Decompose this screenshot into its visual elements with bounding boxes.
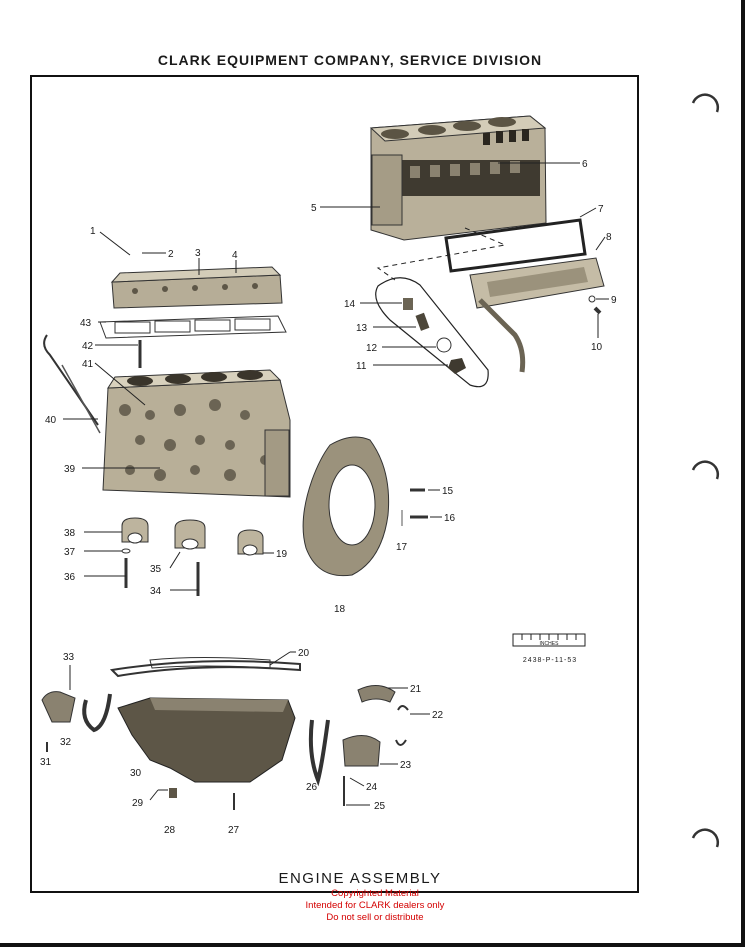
watermark-line-1: Copyrighted Material [331, 888, 419, 899]
callout-30: 30 [130, 768, 142, 779]
side-cover-gasket [444, 218, 587, 273]
oil-pan-gasket [109, 660, 301, 678]
leader-lines [63, 162, 609, 806]
rear-seal-retainer [41, 691, 76, 723]
callout-43: 43 [80, 318, 92, 329]
callout-7: 7 [598, 204, 604, 215]
oil-pan [117, 697, 296, 783]
flywheel-housing [302, 436, 390, 577]
callout-35: 35 [150, 564, 162, 575]
callout-14: 14 [344, 299, 356, 310]
side-cover [469, 257, 605, 373]
callout-16: 16 [444, 513, 456, 524]
callout-40: 40 [45, 415, 57, 426]
callout-27: 27 [228, 825, 240, 836]
callout-25: 25 [374, 801, 386, 812]
callout-29: 29 [132, 798, 144, 809]
callout-20: 20 [298, 648, 310, 659]
callout-34: 34 [150, 586, 162, 597]
callout-15: 15 [442, 486, 454, 497]
cylinder-head [110, 266, 283, 309]
callout-3: 3 [195, 248, 201, 259]
callout-2: 2 [168, 249, 174, 260]
main-bearing-caps [121, 517, 264, 556]
callout-22: 22 [432, 710, 444, 721]
callout-9: 9 [611, 295, 617, 306]
callout-39: 39 [64, 464, 76, 475]
engine-block-side [369, 115, 547, 241]
binder-holes [691, 93, 720, 848]
callout-42: 42 [82, 341, 94, 352]
callout-4: 4 [232, 250, 238, 261]
callout-28: 28 [164, 825, 176, 836]
callout-5: 5 [311, 203, 317, 214]
bottom-edge-bar [0, 943, 745, 947]
callout-12: 12 [366, 343, 378, 354]
callout-36: 36 [64, 572, 76, 583]
callout-11: 11 [356, 361, 367, 372]
scale-unit: INCHES [540, 641, 560, 647]
callout-18: 18 [334, 604, 346, 615]
watermark-line-3: Do not sell or distribute [326, 912, 424, 923]
breather-parts [403, 298, 466, 374]
watermark-line-2: Intended for CLARK dealers only [305, 900, 445, 911]
callout-17: 17 [396, 542, 408, 553]
callout-23: 23 [400, 760, 412, 771]
callout-8: 8 [606, 232, 612, 243]
callout-24: 24 [366, 782, 378, 793]
callout-numbers: 1 2 3 4 5 6 7 8 9 10 11 12 13 14 15 16 1… [40, 159, 617, 836]
callout-32: 32 [60, 737, 72, 748]
callout-13: 13 [356, 323, 368, 334]
callout-31: 31 [40, 757, 52, 768]
callout-10: 10 [591, 342, 603, 353]
callout-33: 33 [63, 652, 75, 663]
head-gasket [99, 315, 287, 339]
callout-21: 21 [410, 684, 422, 695]
engine-block-front [102, 369, 291, 498]
page-header: CLARK EQUIPMENT COMPANY, SERVICE DIVISIO… [157, 52, 543, 68]
callout-41: 41 [82, 359, 94, 370]
inch-scale: INCHES [512, 633, 586, 647]
figure-frame [30, 75, 639, 893]
callout-38: 38 [64, 528, 76, 539]
callout-6: 6 [582, 159, 588, 170]
callout-37: 37 [64, 547, 76, 558]
right-edge-bar [741, 0, 745, 947]
callout-1: 1 [90, 226, 96, 237]
callout-19: 19 [276, 549, 288, 560]
drawing-code: 2438-P-11-53 [522, 657, 578, 664]
figure-title: ENGINE ASSEMBLY [278, 870, 442, 887]
callout-26: 26 [306, 782, 318, 793]
